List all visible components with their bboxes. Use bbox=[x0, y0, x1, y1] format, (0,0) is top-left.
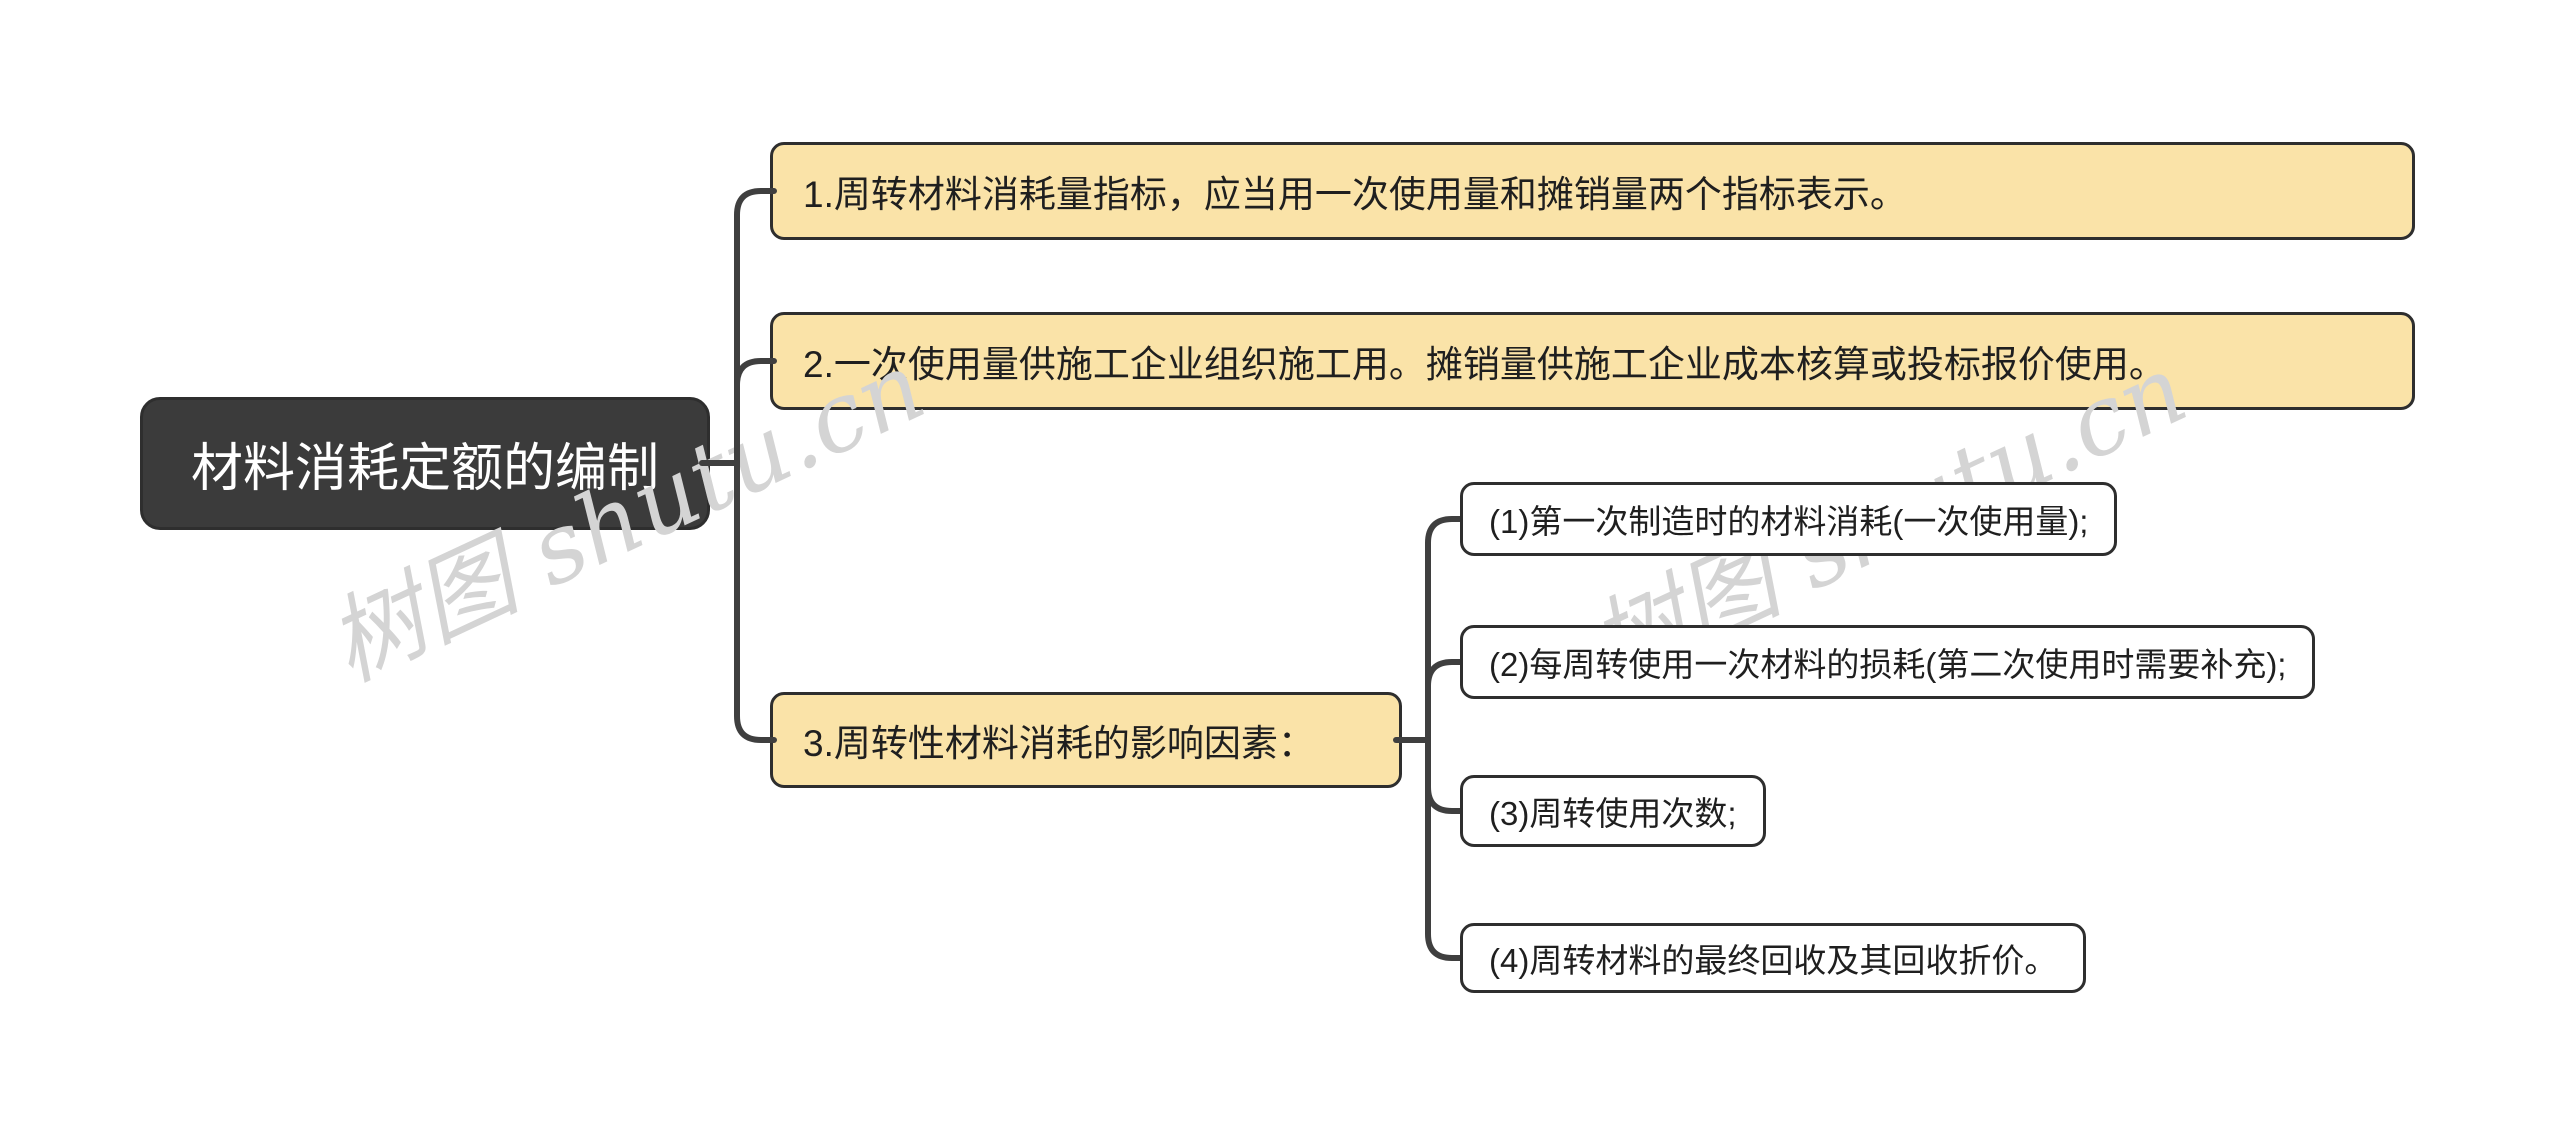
root-node[interactable]: 材料消耗定额的编制 bbox=[140, 397, 710, 530]
branch-node-3-label: 3.周转性材料消耗的影响因素： bbox=[803, 723, 1315, 764]
connector-branch3-leaf-2 bbox=[1425, 659, 1467, 743]
leaf-node-2-label: (2)每周转使用一次材料的损耗(第二次使用时需要补充); bbox=[1489, 646, 2287, 683]
connector-root-branch-3 bbox=[734, 460, 777, 743]
leaf-node-1[interactable]: (1)第一次制造时的材料消耗(一次使用量); bbox=[1460, 482, 2118, 556]
connector-branch3-leaf-3 bbox=[1425, 737, 1467, 814]
root-node-label: 材料消耗定额的编制 bbox=[190, 440, 659, 498]
branch-node-1[interactable]: 1.周转材料消耗量指标，应当用一次使用量和摊销量两个指标表示。 bbox=[770, 142, 2415, 240]
connector-root-branch-1 bbox=[734, 188, 777, 466]
branch-node-1-label: 1.周转材料消耗量指标，应当用一次使用量和摊销量两个指标表示。 bbox=[803, 174, 1907, 215]
leaf-node-1-label: (1)第一次制造时的材料消耗(一次使用量); bbox=[1489, 503, 2089, 540]
leaf-node-4-label: (4)周转材料的最终回收及其回收折价。 bbox=[1489, 942, 2058, 979]
leaf-node-2[interactable]: (2)每周转使用一次材料的损耗(第二次使用时需要补充); bbox=[1460, 625, 2316, 699]
connector-branch3-leaf-4 bbox=[1425, 737, 1467, 961]
branch-node-2-label: 2.一次使用量供施工企业组织施工用。摊销量供施工企业成本核算或投标报价使用。 bbox=[803, 344, 2166, 385]
connector-root-branch-2 bbox=[734, 358, 777, 466]
leaf-node-3-label: (3)周转使用次数; bbox=[1489, 795, 1737, 832]
leaf-node-4[interactable]: (4)周转材料的最终回收及其回收折价。 bbox=[1460, 923, 2087, 993]
leaf-node-3[interactable]: (3)周转使用次数; bbox=[1460, 775, 1766, 847]
branch-node-3[interactable]: 3.周转性材料消耗的影响因素： bbox=[770, 692, 1402, 788]
branch-node-2[interactable]: 2.一次使用量供施工企业组织施工用。摊销量供施工企业成本核算或投标报价使用。 bbox=[770, 312, 2415, 410]
connector-branch3-leaf-1 bbox=[1425, 516, 1467, 743]
